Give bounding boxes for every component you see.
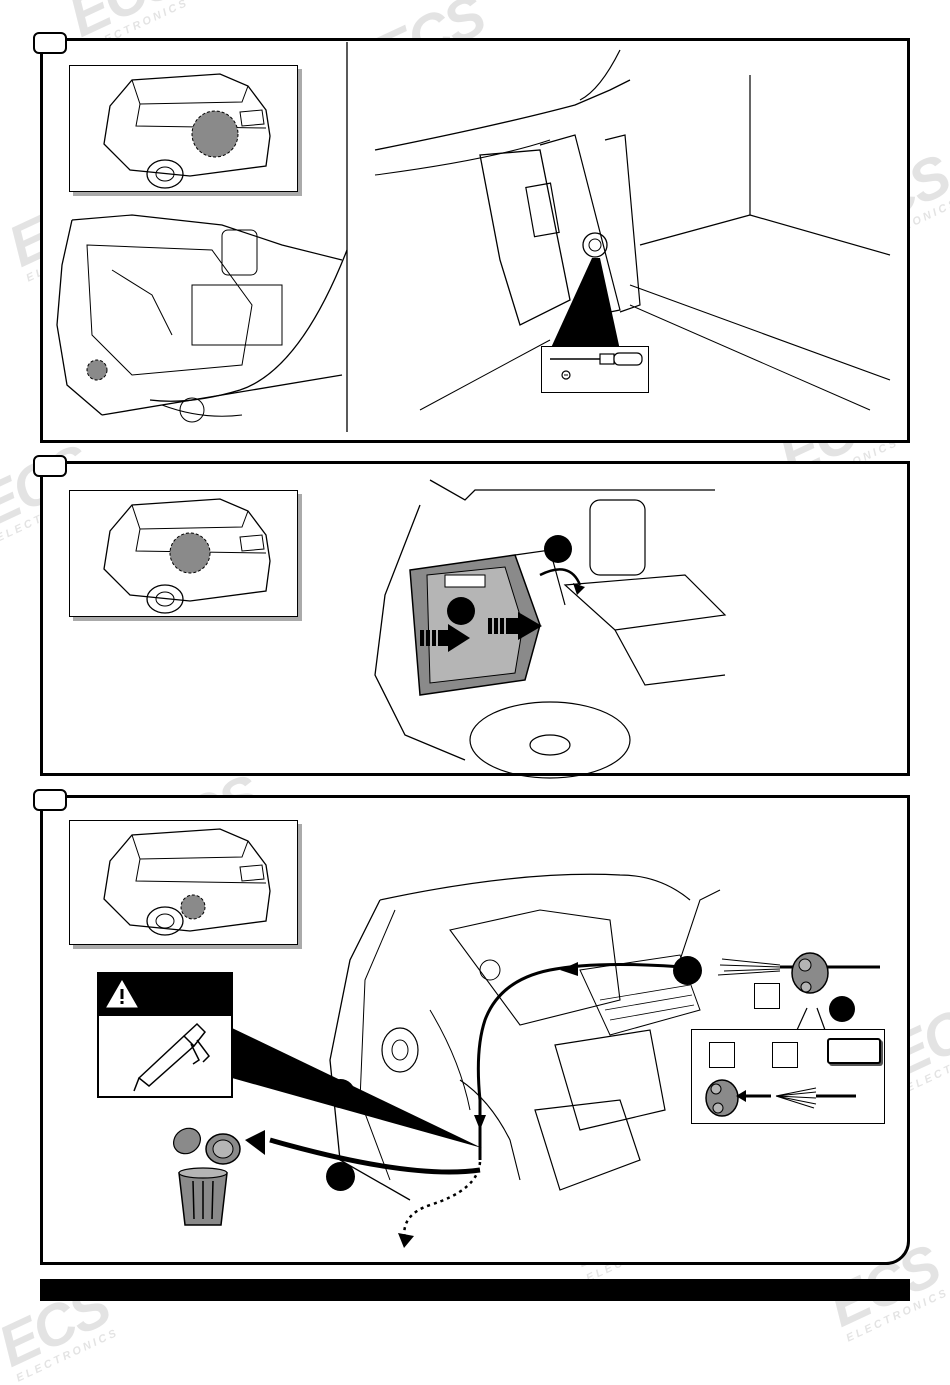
step-2-vehicle-thumbnail bbox=[69, 490, 298, 617]
suv-rear-view-illustration bbox=[103, 73, 271, 189]
trunk-cutaway-illustration bbox=[56, 214, 343, 423]
grommet-insertion-icon bbox=[705, 1079, 856, 1117]
sealant-gun-icon bbox=[133, 1022, 210, 1092]
footer-bar bbox=[40, 1279, 910, 1301]
removed-grommet-and-bin bbox=[173, 1127, 241, 1226]
callout-marker bbox=[829, 996, 855, 1022]
empty-label-box bbox=[827, 1038, 881, 1064]
step-1-vehicle-thumbnail bbox=[69, 65, 298, 192]
callout-marker bbox=[326, 1079, 355, 1108]
callout-marker bbox=[673, 956, 702, 985]
warning-triangle-icon bbox=[106, 979, 138, 1008]
callout-marker bbox=[447, 597, 475, 625]
grommet-detail-inset bbox=[691, 1029, 885, 1124]
step-1-number-tab bbox=[33, 32, 67, 54]
empty-label-box bbox=[709, 1042, 735, 1068]
step-2-trunk-illustration bbox=[374, 479, 727, 779]
push-direction-arrows bbox=[420, 612, 542, 652]
cable-with-grommet bbox=[717, 952, 880, 994]
step-2-number-tab bbox=[33, 455, 67, 477]
highlight-zone bbox=[180, 894, 206, 920]
cable-routing-arrows bbox=[245, 962, 696, 1248]
step-3-number-tab bbox=[33, 789, 67, 811]
magnifier-outline bbox=[149, 42, 348, 432]
empty-label-box bbox=[754, 983, 780, 1009]
suv-rear-view-illustration bbox=[103, 828, 271, 936]
suv-rear-view-illustration bbox=[103, 498, 271, 614]
pointer-wedge bbox=[232, 1028, 482, 1148]
callout-marker bbox=[544, 535, 572, 563]
callout-marker bbox=[326, 1162, 355, 1191]
sealant-warning-label bbox=[97, 972, 233, 1098]
step-3-body-cavity-illustration bbox=[329, 873, 721, 1201]
empty-label-box bbox=[772, 1042, 798, 1068]
highlight-zone bbox=[169, 532, 211, 574]
screwdriver-tool-box bbox=[541, 346, 649, 393]
step-1-detail-illustration bbox=[374, 49, 891, 411]
step-3-vehicle-thumbnail bbox=[69, 820, 298, 945]
warning-header bbox=[99, 974, 231, 1016]
highlight-zone bbox=[191, 110, 239, 158]
leader-lines bbox=[796, 1007, 826, 1031]
screwdriver-icon bbox=[550, 352, 643, 380]
